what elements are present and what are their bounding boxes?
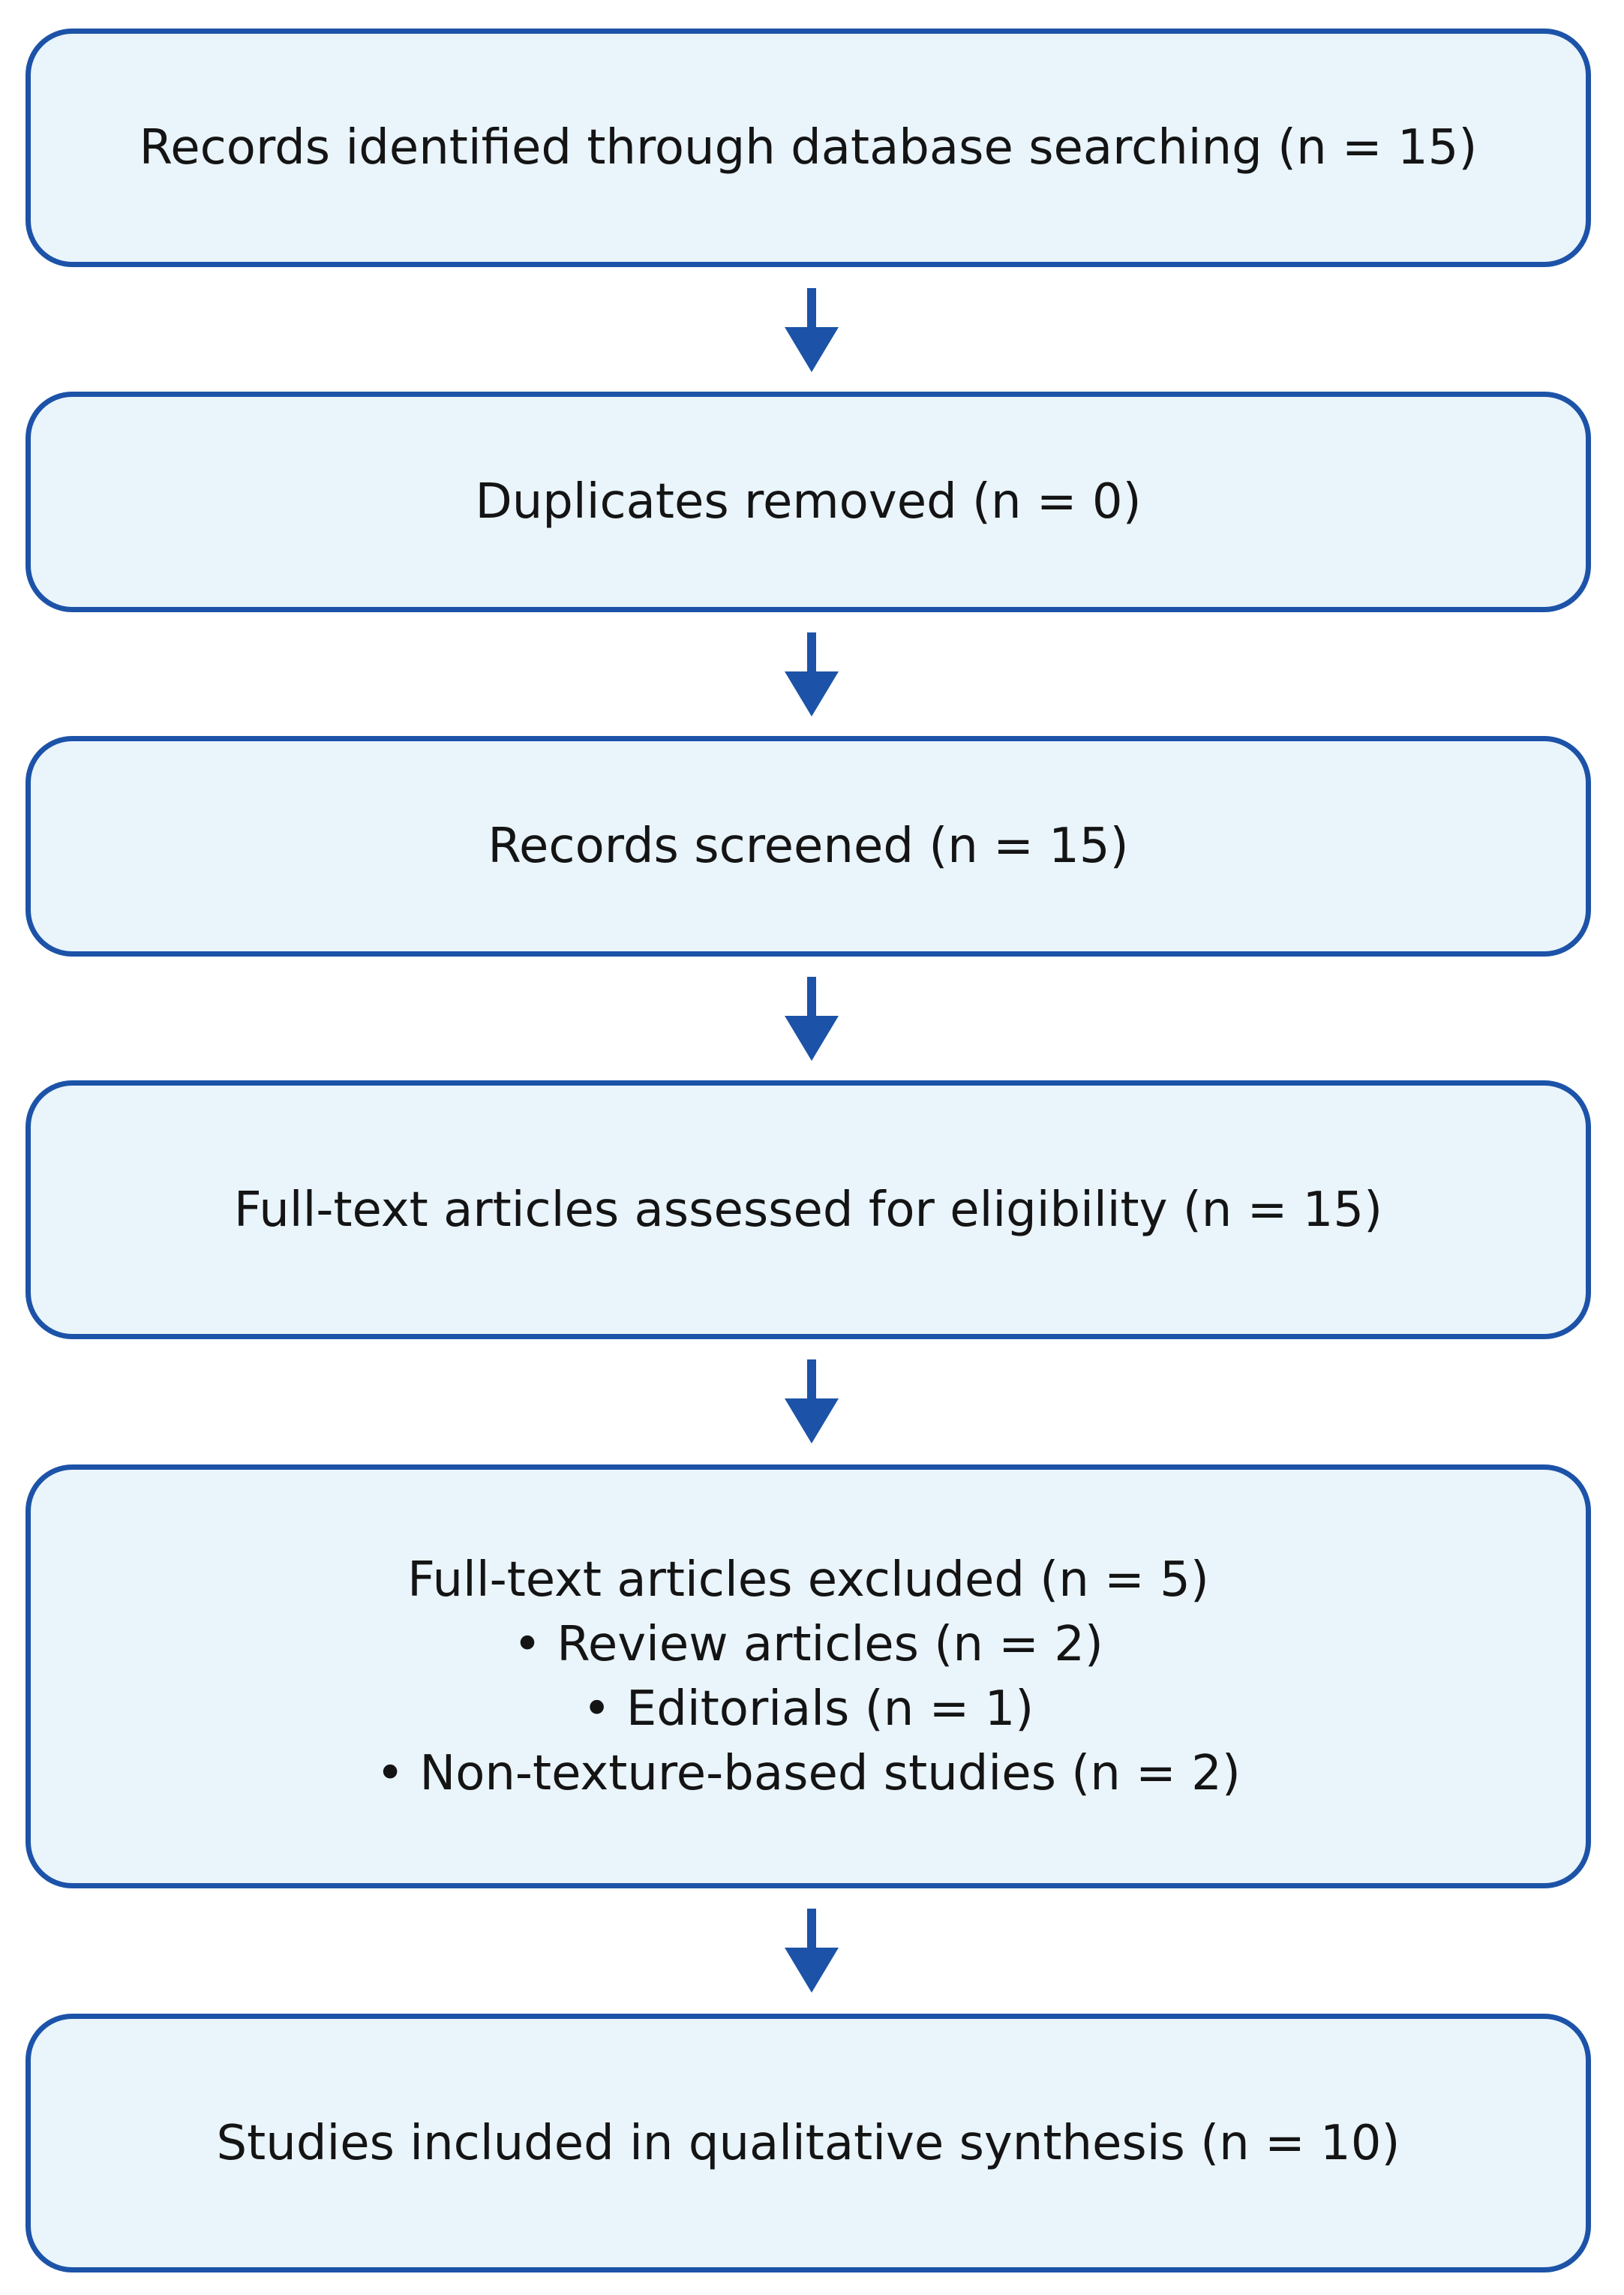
box-text: Full-text articles assessed for eligibil… <box>233 1182 1383 1238</box>
box-text: Records screened (n = 15) <box>488 819 1129 874</box>
box-duplicates-removed: Duplicates removed (n = 0) <box>26 392 1591 612</box>
exclusion-reason-item: • Editorials (n = 1) <box>582 1681 1034 1737</box>
box-text: Studies included in qualitative synthesi… <box>216 2115 1400 2171</box>
exclusion-reason-item: • Review articles (n = 2) <box>513 1616 1103 1672</box>
box-records-identified: Records identified through database sear… <box>26 29 1591 267</box>
down-arrow-icon <box>785 1359 839 1443</box>
box-studies-included: Studies included in qualitative synthesi… <box>26 2014 1591 2272</box>
down-arrow-icon <box>785 1909 839 1993</box>
box-text: Full-text articles excluded (n = 5) <box>407 1552 1209 1608</box>
exclusion-reason-item: • Non-texture-based studies (n = 2) <box>376 1745 1241 1801</box>
box-full-text-excluded: Full-text articles excluded (n = 5) • Re… <box>26 1464 1591 1888</box>
down-arrow-icon <box>785 288 839 372</box>
down-arrow-icon <box>785 632 839 716</box>
box-full-text-assessed: Full-text articles assessed for eligibil… <box>26 1080 1591 1339</box>
box-records-screened: Records screened (n = 15) <box>26 736 1591 957</box>
down-arrow-icon <box>785 977 839 1061</box>
box-text: Duplicates removed (n = 0) <box>475 474 1142 530</box>
box-text: Records identified through database sear… <box>139 120 1478 176</box>
